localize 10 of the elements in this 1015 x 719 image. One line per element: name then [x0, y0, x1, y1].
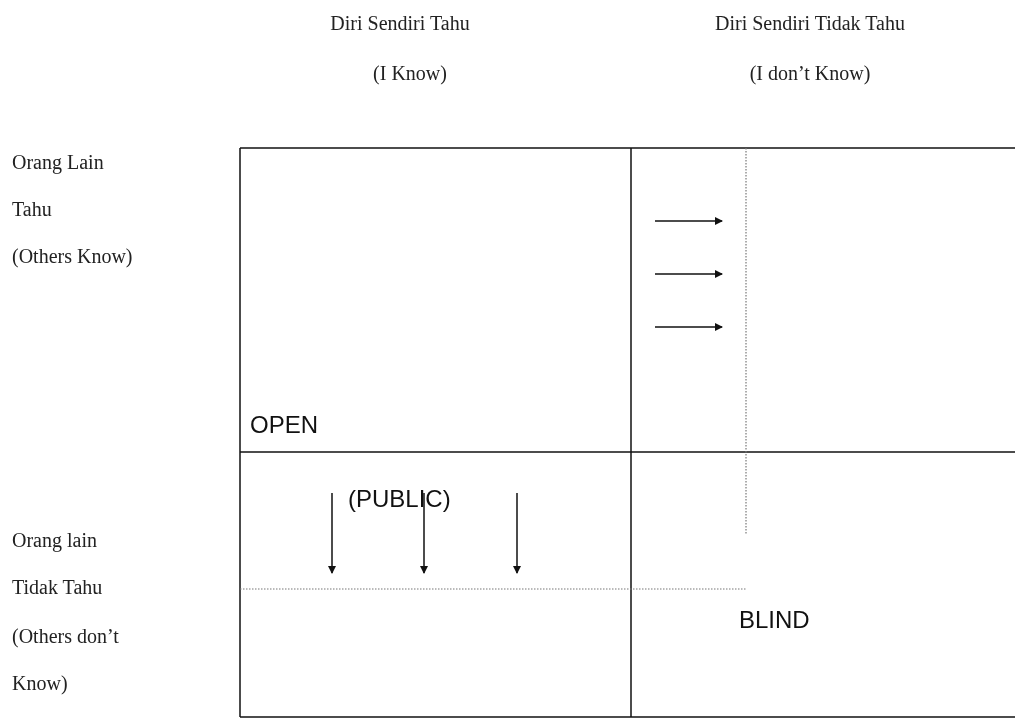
column-heading: (I don’t Know)	[748, 61, 872, 87]
column-heading: Diri Sendiri Tahu	[329, 11, 471, 36]
row-heading: Orang Lain Tahu	[12, 150, 105, 222]
quadrant-label: OPEN	[250, 410, 318, 440]
row-heading: Orang lain Tidak Tahu	[12, 528, 104, 600]
quadrant-label: BLIND	[739, 605, 810, 635]
row-heading: (Others don’t Know)	[12, 624, 120, 696]
row-heading: (Others Know)	[12, 244, 134, 270]
column-heading: Diri Sendiri Tidak Tahu	[714, 11, 906, 36]
column-heading: (I Know)	[372, 61, 448, 87]
